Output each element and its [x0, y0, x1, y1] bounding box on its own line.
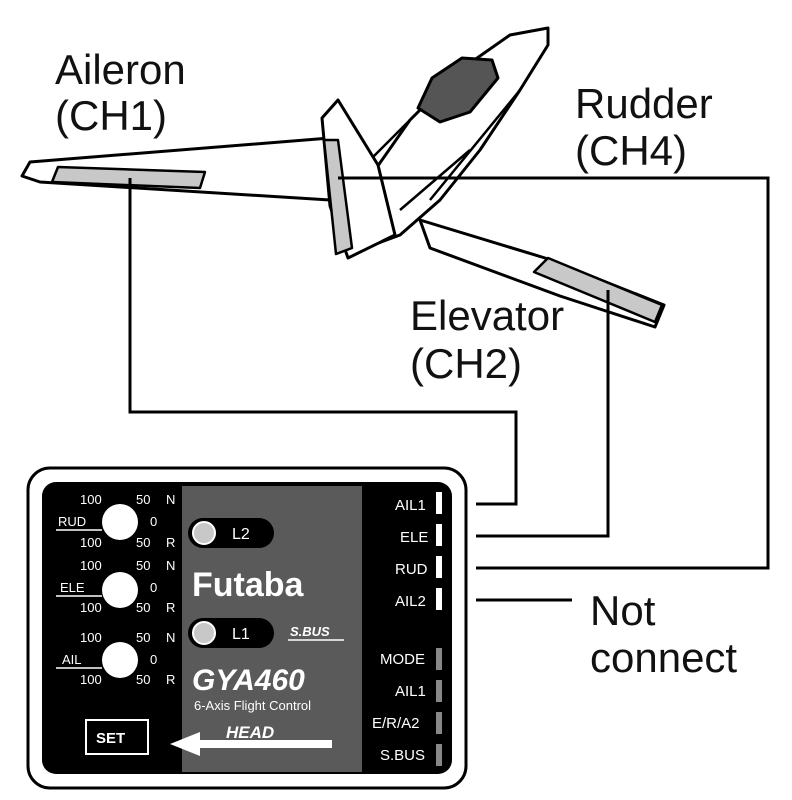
dial-rud-bottom-right: 50 [136, 535, 150, 550]
not-connect-label: Not [590, 587, 656, 634]
model-subtitle: 6-Axis Flight Control [194, 698, 311, 713]
port-ail1-bottom: AIL1 [395, 683, 426, 700]
dial-rud[interactable]: 100 50 N 0 100 50 R RUD [56, 492, 175, 550]
port-sbus: S.BUS [380, 747, 425, 764]
svg-text:S.BUS: S.BUS [290, 624, 330, 639]
knob-rud[interactable] [102, 504, 138, 540]
dial-rud-bottom-side: R [166, 535, 175, 550]
dial-rud-center: 0 [150, 514, 157, 529]
gyro-unit: 100 50 N 0 100 50 R RUD 100 50 N 0 100 5… [26, 466, 468, 790]
aileron-wire [128, 178, 518, 506]
port-ail1: AIL1 [395, 497, 426, 514]
ports-top: AIL1 ELE RUD AIL2 [395, 492, 442, 610]
knob-ele[interactable] [102, 572, 138, 608]
port-era2: E/R/A2 [372, 715, 420, 732]
aileron-surface [50, 165, 207, 190]
dial-ele-top-left: 100 [80, 558, 102, 573]
dial-ail-center: 0 [150, 652, 157, 667]
head-arrow: HEAD [170, 723, 332, 756]
aileron-channel: (CH1) [55, 92, 167, 139]
dial-ail-name: AIL [62, 652, 82, 667]
led-l1: L1 [188, 618, 274, 648]
model-name: GYA460 [192, 664, 305, 697]
elevator-label: Elevator [410, 292, 564, 339]
port-ail2: AIL2 [395, 593, 426, 610]
dial-rud-name: RUD [58, 514, 86, 529]
port-ele: ELE [400, 529, 428, 546]
dial-ele-top-right: 50 [136, 558, 150, 573]
dial-ele-top-side: N [166, 558, 175, 573]
set-button-label: SET [96, 730, 125, 747]
dial-ail-bottom-side: R [166, 672, 175, 687]
dial-ail[interactable]: 100 50 N 0 100 50 R AIL [56, 630, 175, 687]
dial-ele-bottom-side: R [166, 600, 175, 615]
dial-ele-bottom-right: 50 [136, 600, 150, 615]
dial-rud-top-left: 100 [80, 492, 102, 507]
dial-rud-bottom-left: 100 [80, 535, 102, 550]
port-mode: MODE [380, 651, 425, 668]
not-connect-label-2: connect [590, 634, 737, 681]
brand-logo: Futaba [192, 566, 305, 604]
rudder-wire [338, 176, 770, 570]
dial-rud-top-right: 50 [136, 492, 150, 507]
sbus-logo: S.BUS [288, 624, 344, 641]
led-l2-light [192, 521, 216, 545]
dial-ail-bottom-right: 50 [136, 672, 150, 687]
dial-ail-bottom-left: 100 [80, 672, 102, 687]
led-l1-label: L1 [232, 626, 250, 643]
port-rud: RUD [395, 561, 428, 578]
knob-ail[interactable] [102, 642, 138, 678]
set-button[interactable]: SET [85, 719, 149, 755]
rudder-surface [322, 138, 354, 256]
rudder-channel: (CH4) [575, 127, 687, 174]
dial-ele-center: 0 [150, 580, 157, 595]
elevator-surface [532, 256, 664, 324]
aileron-label: Aileron [55, 46, 186, 93]
head-label: HEAD [226, 723, 274, 742]
dial-ele-name: ELE [60, 580, 85, 595]
elevator-wire [476, 290, 610, 538]
canopy [416, 56, 500, 124]
elevator-channel: (CH2) [410, 340, 522, 387]
dial-ail-top-right: 50 [136, 630, 150, 645]
wires [128, 176, 770, 602]
dial-ele[interactable]: 100 50 N 0 100 50 R ELE [56, 558, 175, 615]
dial-ele-bottom-left: 100 [80, 600, 102, 615]
led-l2: L2 [188, 518, 274, 548]
rudder-label: Rudder [575, 80, 713, 127]
dial-ail-top-side: N [166, 630, 175, 645]
led-l1-light [192, 621, 216, 645]
dial-ail-top-left: 100 [80, 630, 102, 645]
ports-bottom: MODE AIL1 E/R/A2 S.BUS [372, 648, 442, 766]
led-l2-label: L2 [232, 526, 250, 543]
dial-rud-top-side: N [166, 492, 175, 507]
